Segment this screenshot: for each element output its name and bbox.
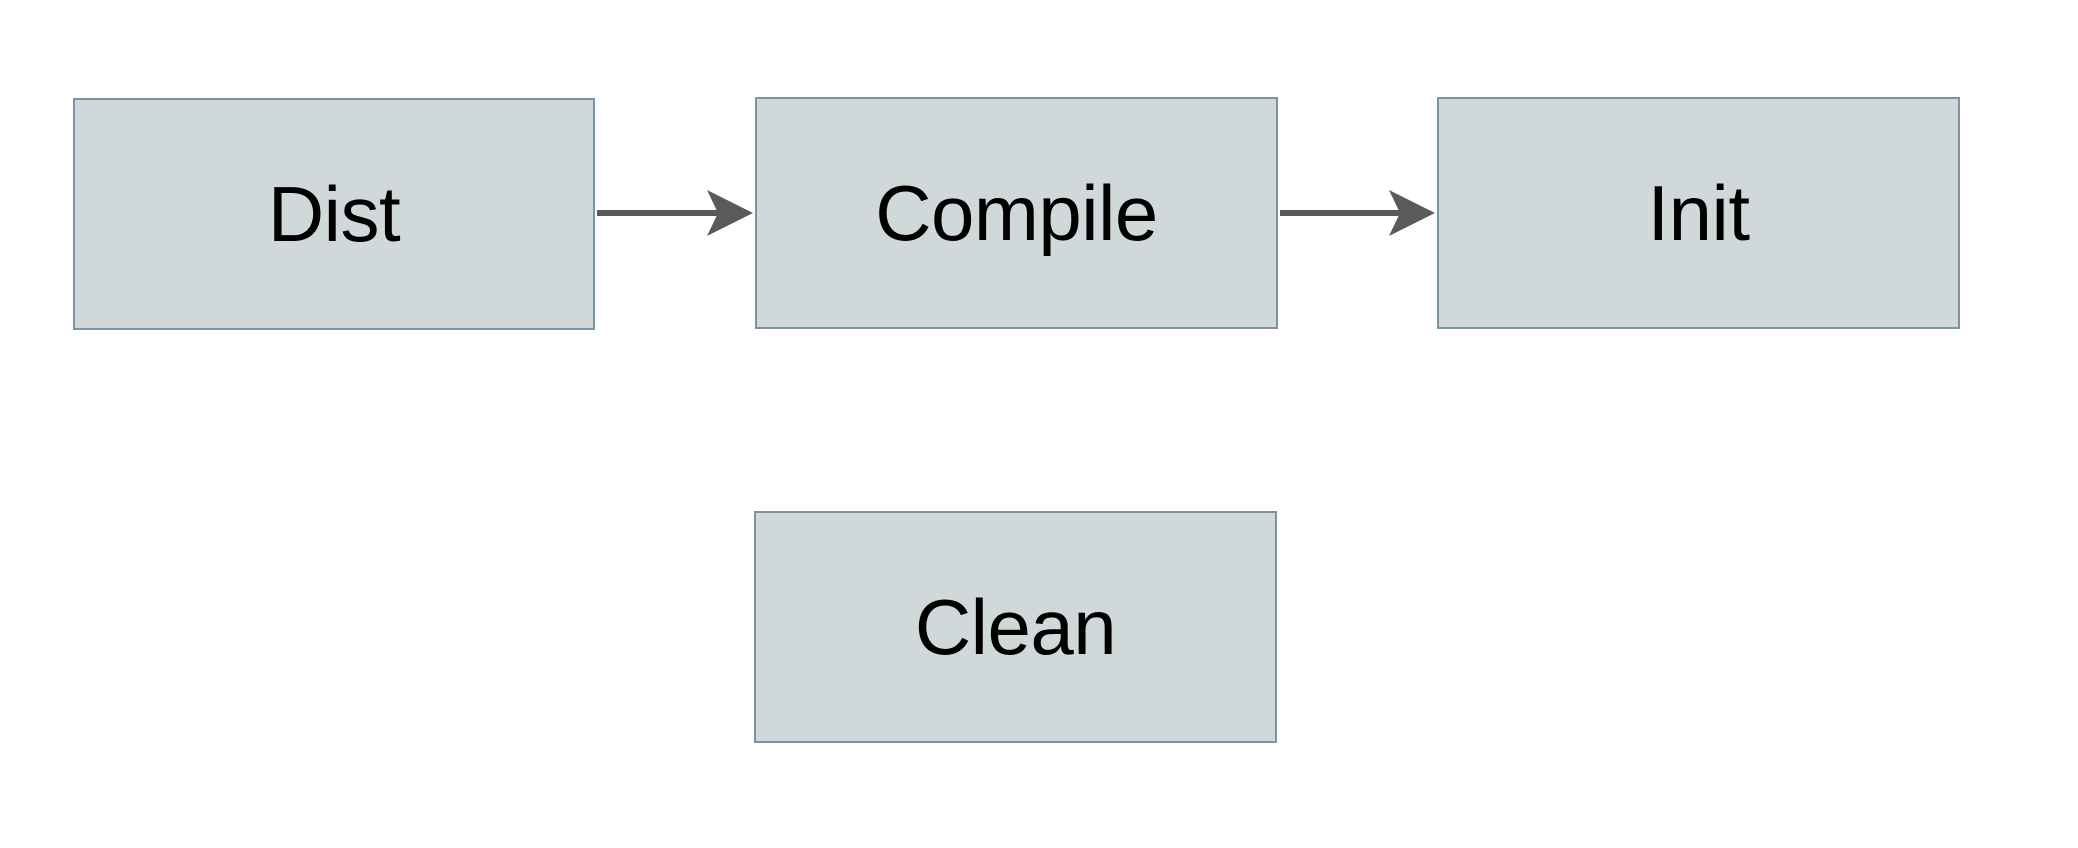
node-compile[interactable]: Compile	[755, 97, 1278, 329]
node-init[interactable]: Init	[1437, 97, 1960, 329]
edge-compile-to-init[interactable]	[1280, 190, 1435, 236]
edge-dist-to-compile[interactable]	[597, 190, 753, 236]
arrowhead-compile-to-init	[1389, 190, 1435, 236]
node-clean[interactable]: Clean	[754, 511, 1277, 743]
node-label-compile: Compile	[875, 169, 1158, 257]
node-dist[interactable]: Dist	[73, 98, 595, 330]
node-label-clean: Clean	[914, 583, 1117, 671]
node-label-init: Init	[1647, 169, 1750, 257]
arrowhead-dist-to-compile	[707, 190, 753, 236]
node-label-dist: Dist	[267, 170, 401, 258]
